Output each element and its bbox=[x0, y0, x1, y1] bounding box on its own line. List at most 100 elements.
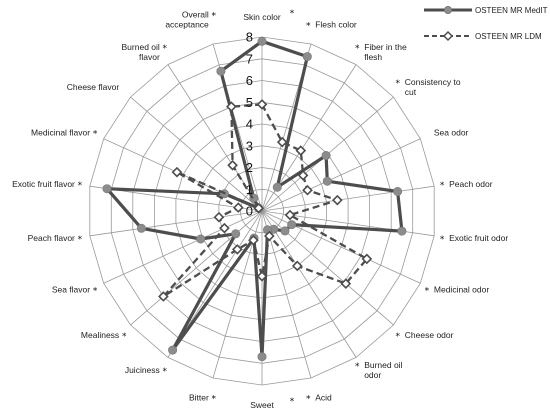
significance-asterisk: * bbox=[78, 181, 83, 191]
data-point bbox=[302, 52, 312, 62]
data-point bbox=[248, 234, 259, 246]
data-point bbox=[321, 151, 331, 161]
spoke bbox=[261, 138, 421, 212]
legend-marker bbox=[442, 30, 454, 42]
spoke bbox=[89, 210, 263, 237]
data-point bbox=[272, 182, 282, 192]
tick-label: 6 bbox=[246, 73, 253, 88]
significance-asterisk: * bbox=[440, 181, 445, 191]
data-point bbox=[287, 220, 297, 230]
series-1 bbox=[102, 36, 407, 362]
spoke bbox=[130, 96, 263, 212]
axis-label: Mealiness bbox=[81, 330, 119, 340]
data-point bbox=[322, 176, 332, 186]
tick-label: 8 bbox=[246, 30, 253, 45]
axis-label: Flesh color bbox=[315, 20, 357, 30]
tick-label: 1 bbox=[246, 182, 253, 197]
data-point bbox=[136, 223, 146, 233]
data-point bbox=[280, 226, 290, 236]
data-point bbox=[171, 166, 183, 178]
series-line bbox=[162, 103, 369, 298]
data-point bbox=[196, 234, 206, 244]
significance-asterisk: * bbox=[355, 362, 360, 372]
data-point bbox=[297, 170, 309, 181]
data-point bbox=[264, 230, 275, 242]
data-point bbox=[227, 159, 238, 171]
axis-label: Sea odor bbox=[434, 128, 469, 138]
significance-asterisk: * bbox=[163, 44, 168, 54]
significance-asterisk: * bbox=[306, 394, 311, 404]
axis-label: Skin color bbox=[243, 12, 280, 22]
data-point bbox=[340, 278, 352, 289]
data-point bbox=[257, 352, 267, 362]
data-point bbox=[219, 222, 230, 234]
tick-label: 2 bbox=[246, 160, 253, 175]
data-point bbox=[256, 270, 268, 282]
data-point bbox=[158, 291, 169, 302]
tick-label: 5 bbox=[246, 95, 253, 110]
significance-asterisk: * bbox=[93, 130, 98, 140]
axis-label: Exotic fruit odor bbox=[449, 233, 508, 243]
legend-label: OSTEEN MR LDM bbox=[475, 32, 542, 41]
axis-label: Juiciness bbox=[125, 365, 160, 375]
significance-asterisk: * bbox=[396, 79, 401, 89]
spoke bbox=[130, 210, 263, 326]
axis-label: Acid bbox=[315, 392, 332, 402]
tick-label: 3 bbox=[246, 138, 253, 153]
tick-label: 4 bbox=[246, 117, 253, 132]
spoke bbox=[261, 210, 357, 358]
significance-asterisk: * bbox=[355, 44, 360, 54]
data-point bbox=[253, 202, 265, 214]
axis-label: Peach flavor bbox=[28, 233, 75, 243]
axis-label: Medicinal odor bbox=[434, 285, 489, 295]
data-point bbox=[291, 260, 303, 272]
axis-label: Peach odor bbox=[449, 179, 493, 189]
significance-asterisk: * bbox=[212, 12, 217, 22]
axis-label: Cheese odor bbox=[405, 330, 454, 340]
axis-label: Sea flavor bbox=[52, 285, 90, 295]
axis-label: Sweet bbox=[250, 400, 274, 410]
tick-label: 0 bbox=[246, 204, 253, 219]
significance-asterisk: * bbox=[440, 235, 445, 245]
data-point bbox=[393, 187, 403, 197]
axis-label: Medicinal flavor bbox=[31, 128, 90, 138]
data-point bbox=[231, 229, 241, 239]
data-point bbox=[226, 101, 237, 112]
data-point bbox=[276, 136, 288, 148]
tick-label: 7 bbox=[246, 51, 253, 66]
data-point bbox=[397, 226, 407, 236]
data-point bbox=[361, 253, 373, 265]
legend-entry: OSTEEN MR MedIT bbox=[424, 6, 548, 15]
data-point bbox=[302, 184, 313, 196]
data-point bbox=[213, 211, 225, 223]
significance-asterisk: * bbox=[290, 397, 295, 407]
legend-label: OSTEEN MR MedIT bbox=[475, 6, 548, 15]
legend-entry: OSTEEN MR LDM bbox=[424, 30, 542, 42]
series-2 bbox=[158, 99, 373, 302]
data-point bbox=[216, 66, 226, 76]
significance-asterisk: * bbox=[396, 332, 401, 342]
data-point bbox=[168, 345, 178, 355]
significance-asterisk: * bbox=[306, 22, 311, 32]
significance-asterisk: * bbox=[290, 9, 295, 19]
significance-asterisk: * bbox=[122, 332, 127, 342]
axis-label: Exotic fruit flavor bbox=[12, 179, 75, 189]
spoke bbox=[103, 210, 263, 284]
data-point bbox=[256, 99, 268, 110]
data-point bbox=[257, 36, 267, 46]
legend-marker bbox=[444, 6, 452, 14]
radial-tick-labels: 0 1 2 3 4 5 6 7 8 bbox=[246, 30, 253, 219]
significance-asterisk: * bbox=[163, 367, 168, 377]
significance-asterisk: * bbox=[425, 287, 430, 297]
axis-label: Cheese flavor bbox=[67, 82, 120, 92]
data-point bbox=[284, 209, 296, 221]
data-point bbox=[332, 194, 343, 206]
legend: OSTEEN MR MedIT OSTEEN MR LDM bbox=[424, 6, 548, 42]
